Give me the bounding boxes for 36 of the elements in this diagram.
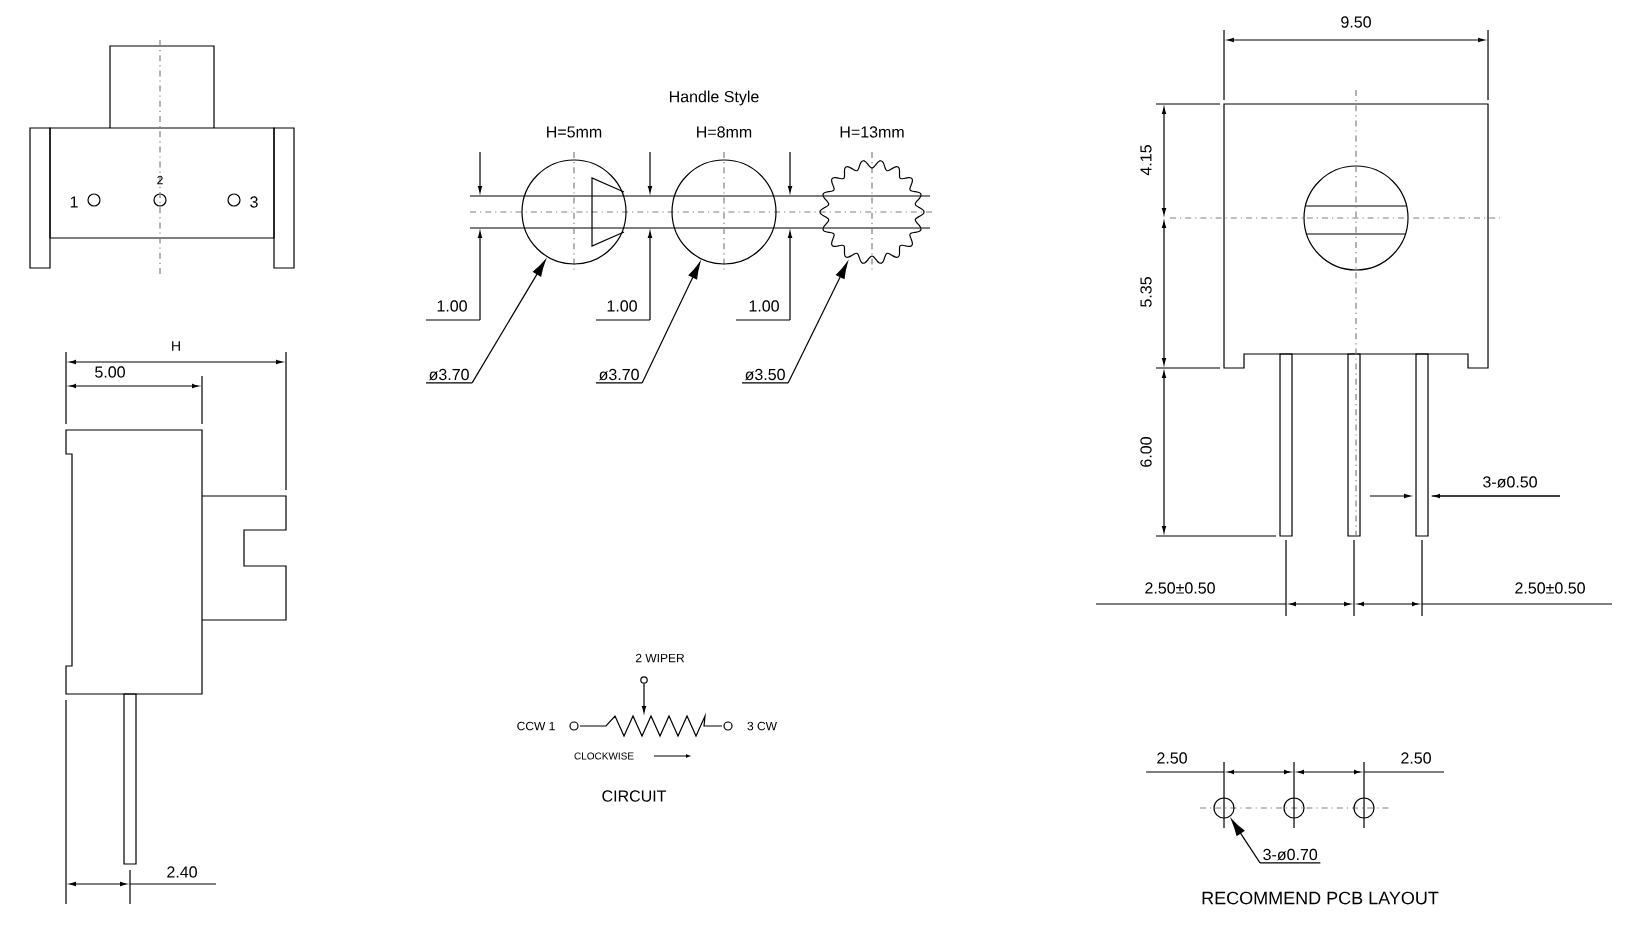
pcb-hole bbox=[1213, 797, 1235, 819]
dimension-text: ø3.70 bbox=[595, 368, 643, 384]
dimension-text: 3-ø0.70 bbox=[1259, 848, 1321, 864]
view-title: CIRCUIT bbox=[602, 790, 667, 802]
dimension-text: 5.00 bbox=[95, 366, 125, 378]
pcb-hole bbox=[1283, 797, 1305, 819]
dimension-text: 1.00 bbox=[437, 300, 467, 312]
dimension-text: 2.40 bbox=[167, 866, 197, 878]
pcb-hole bbox=[1353, 797, 1375, 819]
dimension-text: 3-ø0.50 bbox=[1483, 476, 1537, 488]
leader-line bbox=[787, 261, 848, 384]
view-title: RECOMMEND PCB LAYOUT bbox=[1202, 891, 1439, 905]
handle-height: H=13mm bbox=[840, 126, 904, 138]
dimension-text: 2.50±0.50 bbox=[1515, 582, 1585, 594]
leader-line bbox=[1231, 819, 1261, 864]
handle-height: H=8mm bbox=[697, 126, 752, 138]
dimension-text: ø3.70 bbox=[425, 368, 473, 384]
dimension-text: 5.35 bbox=[1140, 277, 1152, 307]
handle-height: H=5mm bbox=[547, 126, 602, 138]
leader-line bbox=[641, 262, 701, 384]
dimension-text: 6.00 bbox=[1140, 437, 1152, 467]
dimension-text: 1.00 bbox=[749, 300, 779, 312]
dimension-text: 4.15 bbox=[1140, 145, 1152, 176]
dimension-text: 2.50±0.50 bbox=[1145, 582, 1215, 594]
dimension-text: 9.50 bbox=[1341, 16, 1371, 28]
dimension-text: 2.50 bbox=[1157, 752, 1187, 764]
knob-circle bbox=[671, 159, 777, 265]
dimension-text: 1.00 bbox=[607, 300, 637, 312]
dimension-text: ø3.50 bbox=[741, 368, 789, 384]
dimension-text: 2.50 bbox=[1401, 752, 1431, 764]
pin-number: 3 bbox=[250, 196, 258, 208]
view-title: Handle Style bbox=[669, 90, 759, 106]
serrated-knob bbox=[819, 160, 925, 264]
knob-circle bbox=[521, 159, 627, 265]
pin-number: 1 bbox=[70, 196, 78, 208]
leader-line bbox=[471, 259, 546, 384]
